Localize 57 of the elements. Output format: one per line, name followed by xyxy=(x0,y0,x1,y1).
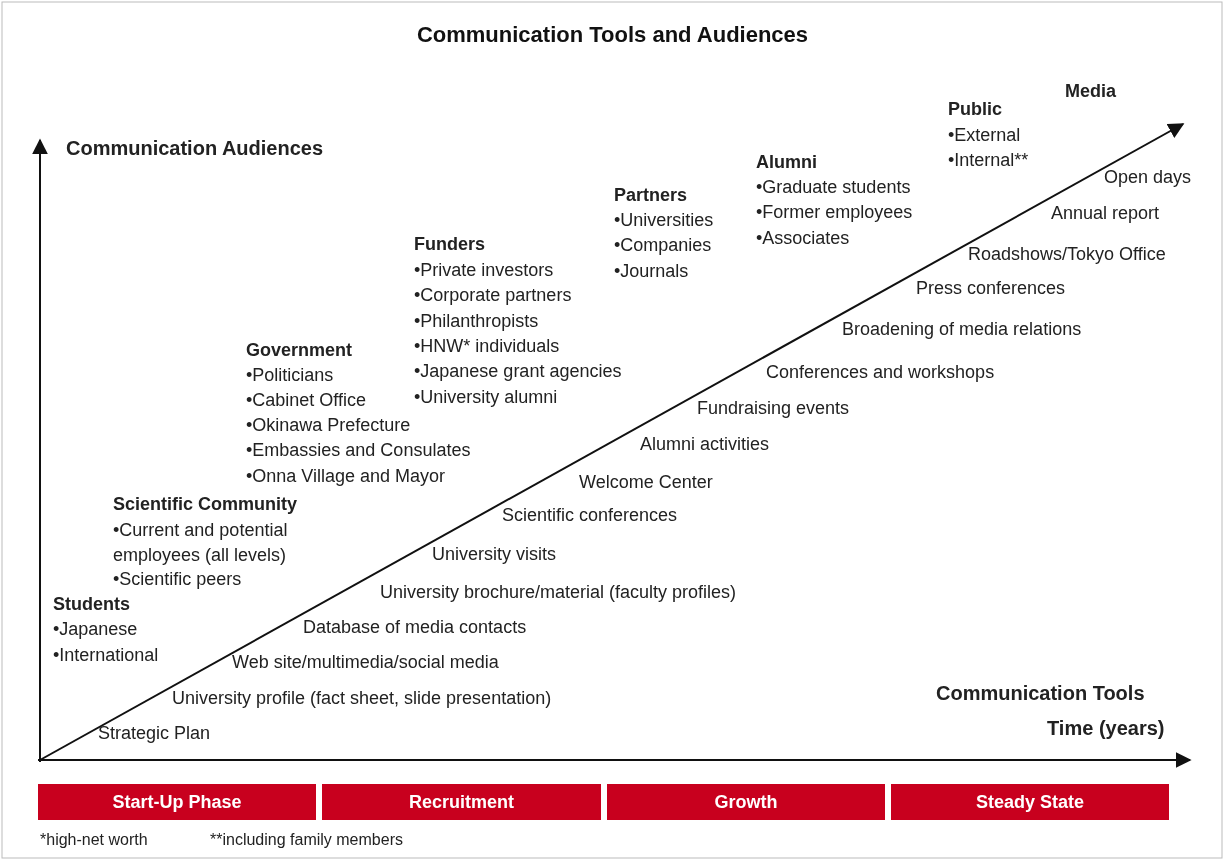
audience-item: •Okinawa Prefecture xyxy=(246,414,411,436)
audience-heading: Alumni xyxy=(756,151,817,173)
tool-label: Annual report xyxy=(1051,202,1160,224)
axis-title: Communication Audiences xyxy=(66,137,324,159)
tool-label: Roadshows/Tokyo Office xyxy=(968,243,1166,265)
tool-label: Broadening of media relations xyxy=(842,318,1082,340)
audience-heading: Media xyxy=(1065,80,1116,102)
tool-label: Web site/multimedia/social media xyxy=(232,651,499,673)
audience-item: •HNW* individuals xyxy=(414,335,560,357)
tool-label: Strategic Plan xyxy=(98,722,211,744)
phase-bar: Start-Up Phase xyxy=(38,784,316,820)
audience-item: •Journals xyxy=(614,260,689,282)
tool-label: Fundraising events xyxy=(697,397,850,419)
audience-heading: Scientific Community xyxy=(113,493,298,515)
tool-label: University profile (fact sheet, slide presentation) xyxy=(172,687,552,709)
footnote: **including family members xyxy=(210,830,403,850)
audience-heading: Government xyxy=(246,339,353,361)
audience-item: •Japanese xyxy=(53,618,138,640)
audience-item: •Graduate students xyxy=(756,176,911,198)
tool-label: University brochure/material (faculty profiles) xyxy=(380,581,737,603)
phase-bar: Steady State xyxy=(891,784,1169,820)
audience-item: •Cabinet Office xyxy=(246,389,367,411)
tool-label: Open days xyxy=(1104,166,1192,188)
phase-bar: Recruitment xyxy=(322,784,601,820)
audience-heading: Funders xyxy=(414,233,485,255)
audience-item: •International xyxy=(53,644,159,666)
audience-item: •Private investors xyxy=(414,259,554,281)
tool-label: Conferences and workshops xyxy=(766,361,995,383)
phase-bar: Growth xyxy=(607,784,885,820)
audience-heading: Public xyxy=(948,98,1002,120)
tool-label: Welcome Center xyxy=(579,471,713,493)
audience-heading: Partners xyxy=(614,184,688,206)
audience-item: •Embassies and Consulates xyxy=(246,439,471,461)
tool-label: Alumni activities xyxy=(640,433,770,455)
audience-item: •University alumni xyxy=(414,386,558,408)
audience-item: •Current and potential employees (all levels) xyxy=(113,519,289,567)
audience-item: •Corporate partners xyxy=(414,284,572,306)
audience-item: •Former employees xyxy=(756,201,913,223)
diagram-title: Communication Tools and Audiences xyxy=(415,24,810,46)
audience-item: •Politicians xyxy=(246,364,334,386)
audience-item: •External xyxy=(948,124,1021,146)
audience-item: •Scientific peers xyxy=(113,568,242,590)
audience-item: •Associates xyxy=(756,227,850,249)
axis-title: Time (years) xyxy=(1047,717,1165,739)
audience-item: •Internal** xyxy=(948,149,1029,171)
footnote: *high-net worth xyxy=(40,830,148,850)
audience-item: •Japanese grant agencies xyxy=(414,360,622,382)
audience-heading: Students xyxy=(53,593,130,615)
tool-label: University visits xyxy=(432,543,556,565)
audience-item: •Companies xyxy=(614,234,712,256)
audience-item: •Philanthropists xyxy=(414,310,539,332)
tool-label: Database of media contacts xyxy=(303,616,527,638)
audience-item: •Universities xyxy=(614,209,714,231)
tool-label: Scientific conferences xyxy=(502,504,678,526)
axis-title: Communication Tools xyxy=(936,682,1145,704)
audience-item: •Onna Village and Mayor xyxy=(246,465,446,487)
tool-label: Press conferences xyxy=(916,277,1066,299)
